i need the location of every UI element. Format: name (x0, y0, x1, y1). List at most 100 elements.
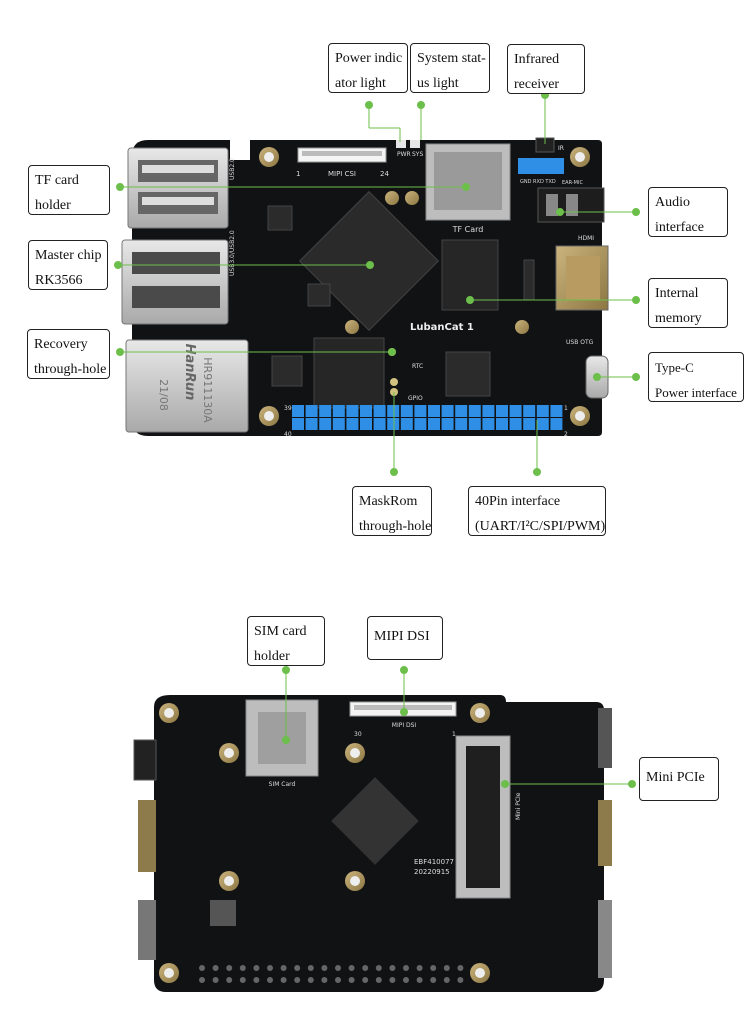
header-pin-solder (416, 977, 423, 983)
label-power-indicator: Power indic ator light (328, 43, 408, 93)
header-pin-solder (348, 965, 355, 971)
header-pin (428, 405, 440, 417)
label-line: Recovery (34, 337, 88, 352)
header-pin (468, 418, 481, 430)
header-pin (550, 418, 563, 430)
uart-pins-text: GND RXD TXD (520, 179, 556, 185)
header-pin (373, 418, 386, 430)
header-pin-solder (362, 977, 369, 983)
mipi-dsi-text: MIPI DSI (392, 722, 417, 729)
label-line: holder (35, 198, 71, 213)
label-line: Power indic (335, 51, 403, 66)
label-mipi-dsi: MIPI DSI (367, 616, 443, 660)
header-pin-solder (375, 977, 382, 983)
label-line: through-hole (34, 362, 107, 377)
label-audio: Audio interface (648, 187, 728, 237)
label-system-status: System stat- us light (410, 43, 490, 93)
top-board: HanRun HR911130A 21/08 MIPI CSI 1 24 TF … (121, 137, 609, 438)
header-pin-solder (267, 977, 273, 983)
header-pin (319, 405, 332, 417)
header-pin (332, 418, 345, 430)
dsi-pin30-text: 30 (354, 731, 362, 738)
header-pin-solder (457, 977, 464, 983)
header-pin (496, 418, 508, 430)
header-pin (550, 405, 563, 417)
pin1-text: 1 (564, 405, 568, 412)
ethernet-port: HanRun HR911130A 21/08 (125, 339, 249, 433)
header-pin (455, 418, 468, 430)
label-line: MaskRom (359, 494, 418, 509)
header-pin (509, 405, 522, 417)
header-pin-solder (403, 977, 409, 983)
header-pin (523, 405, 536, 417)
bottom-pin-row (199, 965, 464, 983)
header-pin (468, 405, 481, 417)
label-line: Infrared (514, 52, 560, 67)
header-pin-solder (443, 977, 450, 983)
header-pin (441, 418, 454, 430)
header-pin (400, 405, 413, 417)
pin39-text: 39 (284, 405, 292, 412)
mini-pcie-text: Mini PCIe (515, 792, 522, 820)
gpio-text: GPIO (408, 395, 423, 402)
hanrun-model-text: HR911130A (201, 357, 214, 423)
header-pin (360, 405, 372, 417)
header-pin (414, 405, 427, 417)
header-pin-solder (239, 977, 246, 983)
label-line: us light (417, 76, 459, 91)
tf-card-text: TF Card (452, 225, 484, 234)
top-callouts (114, 91, 640, 476)
usb2-text: USB2.0 (229, 158, 236, 180)
label-line: Master chip (35, 248, 102, 263)
header-pin (387, 405, 400, 417)
label-line: 40Pin interface (475, 494, 561, 509)
label-type-c: Type-C Power interface (648, 352, 744, 402)
header-pin-solder (335, 977, 341, 983)
label-40pin: 40Pin interface (UART/I²C/SPI/PWM) (468, 486, 606, 536)
header-pin (373, 405, 386, 417)
ear-mic-text: EAR-MIC (562, 180, 583, 186)
header-pin (428, 418, 440, 430)
header-pin (332, 405, 345, 417)
header-pin-solder (307, 977, 314, 983)
header-pin (523, 418, 536, 430)
header-pin-solder (280, 965, 287, 971)
label-line: Audio (655, 195, 690, 210)
csi-pin1-text: 1 (296, 170, 300, 178)
hanrun-date-text: 21/08 (157, 379, 170, 411)
label-line: through-hole (359, 519, 432, 534)
label-line: interface (655, 220, 704, 235)
header-pin (400, 418, 413, 430)
label-line: SIM card (254, 624, 307, 639)
label-line: Internal (655, 286, 699, 301)
date-text: 20220915 (414, 868, 450, 876)
header-pin-solder (457, 965, 464, 971)
label-line: MIPI DSI (374, 629, 430, 644)
label-line: System stat- (417, 51, 486, 66)
brand-text: LubanCat 1 (410, 322, 474, 333)
label-line: ator light (335, 76, 386, 91)
label-master-chip: Master chip RK3566 (28, 240, 108, 290)
header-pin-solder (199, 965, 205, 971)
header-pin-solder (389, 977, 396, 983)
header-pin (360, 418, 372, 430)
header-pin-solder (348, 977, 355, 983)
label-line: Mini PCIe (646, 770, 705, 785)
header-pin (387, 418, 400, 430)
bottom-callouts (282, 666, 636, 788)
header-pin-solder (430, 977, 437, 983)
header-pin (346, 405, 359, 417)
sys-text: SYS (412, 151, 423, 158)
header-pin-solder (294, 977, 301, 983)
header-pin-solder (321, 965, 328, 971)
header-pin (509, 418, 522, 430)
label-maskrom: MaskRom through-hole (352, 486, 432, 536)
header-pin-solder (267, 965, 273, 971)
usb-otg-text: USB OTG (566, 339, 594, 346)
header-pin-solder (335, 965, 341, 971)
header-pin (482, 405, 495, 417)
mipi-csi-text: MIPI CSI (328, 170, 356, 178)
header-pin (536, 405, 549, 417)
header-pin-solder (226, 977, 233, 983)
